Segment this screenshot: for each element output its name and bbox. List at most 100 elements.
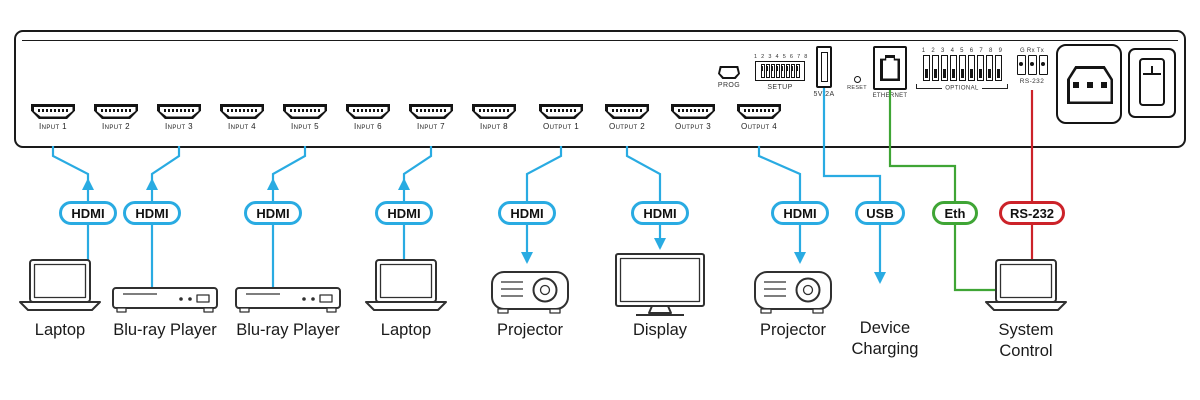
hdmi-port-icon: [605, 104, 649, 119]
device-label-laptop-2: Laptop: [380, 321, 432, 339]
port-input-6: Input 6: [345, 104, 391, 131]
prog-label: PROG: [717, 82, 741, 89]
port-label: Input 4: [227, 122, 257, 131]
switcher-front-panel: Input 1 Input 2 Input 3 Input 4 Input 5 …: [14, 30, 1186, 148]
arrow-down-usb: [874, 272, 886, 284]
port-label: Input 7: [416, 122, 446, 131]
cable-badge-hdmi: HDMI: [244, 201, 302, 225]
port-label: Input 5: [290, 122, 320, 131]
arrow-up-input-7: [398, 178, 410, 190]
device-label-display: Display: [632, 321, 688, 339]
hdmi-port-icon: [94, 104, 138, 119]
port-input-5: Input 5: [282, 104, 328, 131]
cable-badge-hdmi: HDMI: [631, 201, 689, 225]
hdmi-port-icon: [220, 104, 264, 119]
dip-switch-block-icon: [755, 61, 805, 81]
reset-button: RESET: [844, 76, 870, 91]
display-icon: [615, 253, 705, 316]
port-output-3: Output 3: [670, 104, 716, 131]
arrow-down-output-2: [654, 238, 666, 250]
laptop-icon: [19, 259, 101, 311]
setup-dip-switches: 1 2 3 4 5 6 7 8 SETUP: [754, 54, 808, 91]
cable-badge-hdmi: HDMI: [771, 201, 829, 225]
reset-label: RESET: [847, 85, 867, 91]
port-input-1: Input 1: [30, 104, 76, 131]
usb-power-port: 5V/2A: [809, 46, 839, 98]
system-control-laptop-icon: [985, 259, 1067, 311]
device-label-system-control: System Control: [998, 321, 1054, 360]
ethernet-label: ETHERNET: [872, 93, 908, 99]
port-label: Input 1: [38, 122, 68, 131]
cable-badge-rs232: RS-232: [999, 201, 1065, 225]
rs232-label: RS-232: [1019, 78, 1045, 85]
cable-badge-usb: USB: [855, 201, 905, 225]
arrow-down-output-1: [521, 252, 533, 264]
port-label: Input 3: [164, 122, 194, 131]
usb-power-label: 5V/2A: [813, 91, 835, 98]
rj45-jack-icon: [873, 46, 907, 90]
port-output-1: Output 1: [538, 104, 584, 131]
port-label: Output 2: [608, 122, 646, 131]
projector-icon: [491, 271, 569, 314]
port-label: Input 8: [479, 122, 509, 131]
laptop-icon: [365, 259, 447, 311]
arrow-up-input-1: [82, 178, 94, 190]
optional-dip-switches: 1 2 3 4 5 6 7 8 9 OPTIONAL: [916, 48, 1009, 92]
device-label-bluray-2: Blu-ray Player: [236, 321, 340, 339]
hdmi-port-icon: [671, 104, 715, 119]
prog-port: PROG: [712, 66, 746, 89]
cable-badge-hdmi: HDMI: [375, 201, 433, 225]
optional-numbers: 1 2 3 4 5 6 7 8 9: [921, 48, 1003, 54]
arrow-down-output-4: [794, 252, 806, 264]
port-output-4: Output 4: [736, 104, 782, 131]
power-switch: [1128, 48, 1176, 118]
ethernet-port: ETHERNET: [868, 46, 912, 99]
cable-badge-eth: Eth: [932, 201, 978, 225]
arrow-up-input-5: [267, 178, 279, 190]
hdmi-port-icon: [346, 104, 390, 119]
cable-badge-hdmi: HDMI: [59, 201, 117, 225]
port-input-2: Input 2: [93, 104, 139, 131]
hdmi-port-icon: [737, 104, 781, 119]
rs232-terminal: G Rx Tx RS-232: [1012, 48, 1052, 85]
device-label-laptop-1: Laptop: [34, 321, 86, 339]
mini-usb-icon: [718, 66, 740, 79]
projector-icon: [754, 271, 832, 314]
terminal-block-icon: [1012, 55, 1052, 75]
cable-badge-hdmi: HDMI: [123, 201, 181, 225]
port-output-2: Output 2: [604, 104, 650, 131]
hdmi-port-icon: [409, 104, 453, 119]
usb-a-port-icon: [816, 46, 832, 88]
device-label-projector-2: Projector: [759, 321, 827, 339]
reset-pinhole-icon: [853, 76, 861, 83]
port-label: Output 4: [740, 122, 778, 131]
rocker-switch-icon: [1139, 58, 1165, 106]
hdmi-port-icon: [539, 104, 583, 119]
port-input-4: Input 4: [219, 104, 265, 131]
port-label: Input 2: [101, 122, 131, 131]
cable-badge-hdmi: HDMI: [498, 201, 556, 225]
port-input-8: Input 8: [471, 104, 517, 131]
optional-label: OPTIONAL: [945, 85, 979, 92]
power-inlet: [1056, 44, 1122, 124]
port-label: Output 3: [674, 122, 712, 131]
arrow-up-input-3: [146, 178, 158, 190]
port-label: Output 1: [542, 122, 580, 131]
optional-bracket: OPTIONAL: [916, 83, 1009, 92]
hdmi-port-icon: [283, 104, 327, 119]
hdmi-port-icon: [31, 104, 75, 119]
setup-numbers: 1 2 3 4 5 6 7 8: [754, 54, 808, 60]
setup-label: SETUP: [767, 84, 793, 91]
bluray-player-icon: [112, 287, 218, 313]
port-input-3: Input 3: [156, 104, 202, 131]
device-label-bluray-1: Blu-ray Player: [113, 321, 217, 339]
hdmi-port-icon: [472, 104, 516, 119]
port-label: Input 6: [353, 122, 383, 131]
cable-hdmi-output-2: [625, 146, 662, 248]
dip-switch-row-icon: [916, 55, 1008, 81]
device-label-device-charging: Device Charging: [851, 319, 919, 358]
hdmi-port-icon: [157, 104, 201, 119]
rs232-pin-names: G Rx Tx: [1020, 48, 1044, 54]
bluray-player-icon: [235, 287, 341, 313]
